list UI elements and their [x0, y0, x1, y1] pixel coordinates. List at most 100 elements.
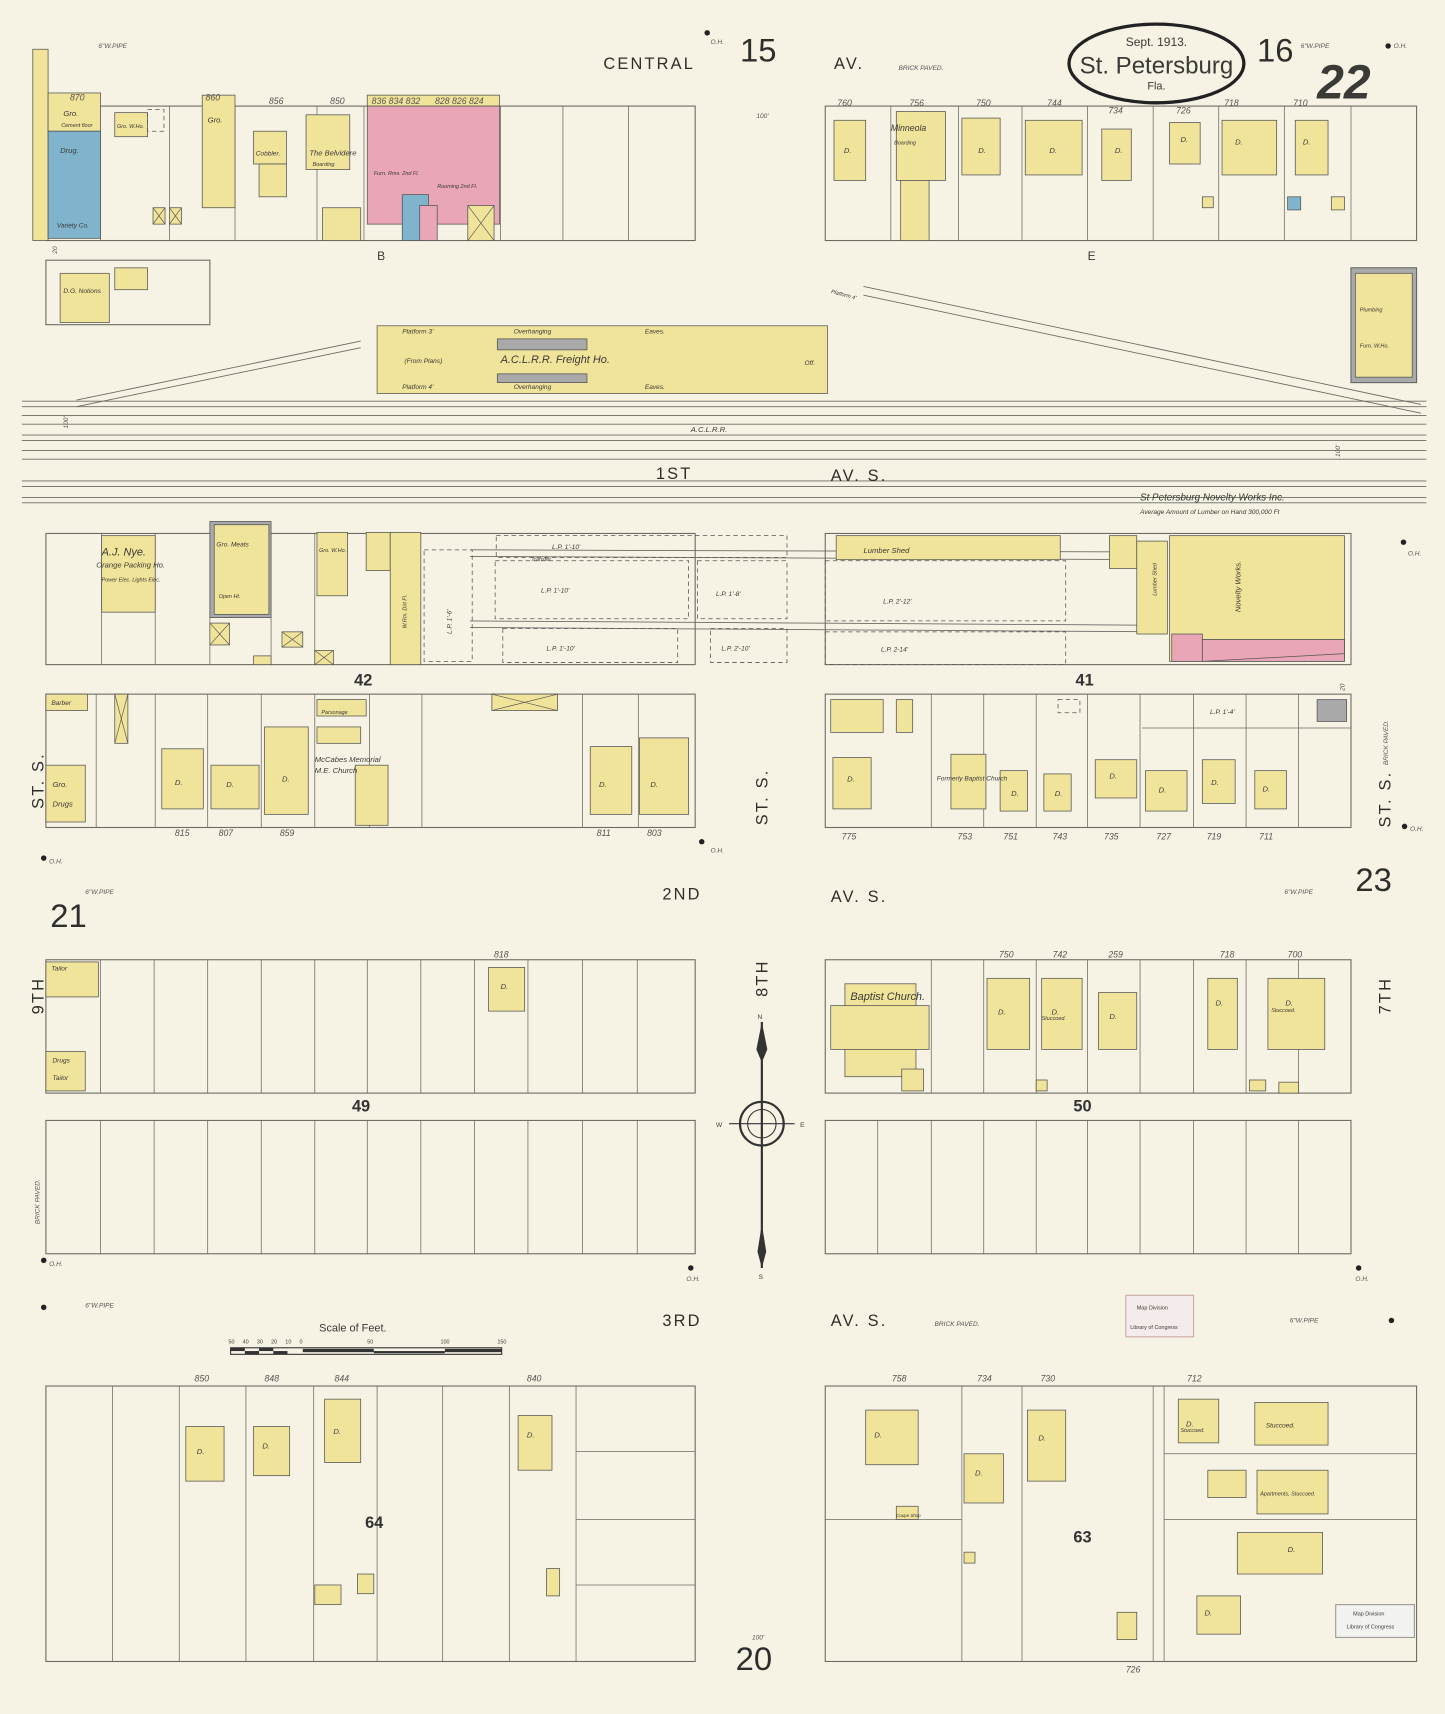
street-address: 750	[999, 950, 1014, 960]
building-label: Plumbing	[1360, 308, 1383, 314]
building	[488, 967, 526, 1012]
railroad-spur	[470, 627, 1159, 633]
building-label: Off.	[804, 360, 815, 367]
dwelling-mark: D.	[1109, 1012, 1117, 1021]
dwelling-mark: D.	[599, 780, 607, 789]
shed-x-mark	[491, 693, 558, 711]
hydrant-icon	[698, 838, 705, 845]
street-address: 803	[647, 828, 662, 838]
dwelling-mark: D.	[1180, 135, 1188, 144]
building	[832, 757, 872, 810]
railroad-spur	[863, 286, 1422, 405]
building	[258, 163, 287, 198]
street-address: 726	[1126, 1664, 1141, 1674]
street-address: 850	[330, 96, 345, 106]
utility-annotations: 6"W.PIPE 6"W.PIPE 6"W.PIPE 6"W.PIPE 6"W.…	[49, 39, 1423, 1642]
city-blocks	[45, 105, 1418, 1663]
street-address: 726	[1176, 106, 1191, 116]
street-address: 743	[1053, 832, 1068, 842]
building-label: D.G. Notions	[63, 288, 101, 295]
building	[314, 1584, 342, 1606]
street-7th: 7TH	[1376, 977, 1394, 1015]
street-9th: 9TH	[30, 977, 48, 1015]
building	[305, 114, 351, 170]
scale-tick-label: 50	[367, 1339, 373, 1345]
shed-x-mark	[152, 207, 166, 225]
hydrant-label: O.H.	[49, 859, 63, 866]
building	[47, 130, 101, 239]
dwelling-mark: D.	[1205, 1609, 1213, 1618]
city-block	[824, 105, 1418, 242]
scale-tick-label: 30	[257, 1339, 263, 1345]
compass-n: N	[757, 1014, 762, 1021]
building-label: Drugs	[52, 800, 73, 809]
building	[32, 48, 49, 241]
building-label: Stuccoed.	[1180, 1428, 1204, 1434]
scale-tick-label: 20	[271, 1339, 277, 1345]
building	[264, 726, 309, 815]
block-number-49: 49	[352, 1098, 370, 1116]
street-width-label: 20	[52, 246, 59, 255]
dwelling-mark: D.	[262, 1441, 270, 1450]
street-3rd-av: AV. S.	[831, 1312, 888, 1330]
building	[1177, 1398, 1220, 1444]
dwelling-mark: D.	[874, 1430, 882, 1439]
building	[865, 1409, 919, 1466]
building	[1171, 633, 1203, 662]
street-address: 712	[1187, 1374, 1202, 1384]
lot-letter-e: E	[1088, 249, 1096, 263]
street-width-label: 20	[1339, 683, 1346, 692]
paving-note: BRICK PAVED.	[898, 65, 943, 72]
stamp-library-of-congress: Library of Congress	[1347, 1625, 1395, 1631]
dashed-structure	[824, 560, 1067, 622]
building-label: Eaves.	[645, 328, 665, 335]
building-label: L.P. 1'-10'	[547, 645, 576, 652]
building-label: Drugs	[52, 1057, 70, 1064]
building	[961, 117, 1001, 176]
library-stamp: Map Division Library of Congress Map Div…	[1125, 1294, 1415, 1638]
street-address: 860	[205, 93, 220, 103]
hydrant-icon	[40, 855, 47, 861]
compass-s: S	[759, 1274, 764, 1281]
dwelling-mark: D.	[282, 775, 290, 784]
building-label: W.Rm. Dirt Fl.	[403, 595, 409, 629]
building	[45, 693, 88, 711]
city-block	[824, 1385, 1418, 1663]
hydrant-label: O.H.	[710, 848, 724, 855]
building	[357, 1573, 375, 1595]
building	[1287, 196, 1302, 211]
scale-title: Scale of Feet.	[319, 1322, 386, 1334]
shed-x-mark	[281, 631, 303, 648]
block-number-42: 42	[354, 671, 372, 689]
street-address: 859	[280, 828, 295, 838]
railroad-tracks	[21, 286, 1427, 633]
building	[1035, 1079, 1048, 1092]
buildings	[32, 30, 1417, 1640]
street-address: 856	[269, 96, 284, 106]
street-address: 850	[195, 1374, 210, 1384]
building-label: Gro.	[52, 780, 67, 789]
building	[419, 205, 438, 241]
street-address: 815	[175, 828, 190, 838]
dwelling-mark: D.	[1285, 999, 1293, 1008]
dwelling-mark: D.	[998, 1007, 1006, 1016]
building-label: Average Amount of Lumber on Hand 300,000…	[1139, 509, 1281, 516]
building-label: Cobbler.	[256, 150, 281, 157]
dwelling-mark: D.	[1038, 1434, 1046, 1443]
building	[324, 1398, 362, 1463]
dwelling-mark: D.	[978, 146, 986, 155]
building	[833, 119, 867, 181]
city-block	[45, 259, 211, 326]
hydrant-label: O.H.	[1394, 43, 1408, 50]
scale-tick-label: 50	[228, 1339, 234, 1345]
hydrant-label: O.H.	[710, 39, 724, 46]
building-label: Overhanging	[514, 328, 552, 335]
building	[999, 770, 1028, 812]
building	[517, 1415, 553, 1471]
dwelling-mark: D.	[501, 982, 509, 991]
paving-note-9th: BRICK PAVED.	[34, 1179, 41, 1224]
street-address: 848	[265, 1374, 280, 1384]
building	[114, 267, 148, 291]
building-label: L.P. 1'-6'	[446, 609, 453, 634]
